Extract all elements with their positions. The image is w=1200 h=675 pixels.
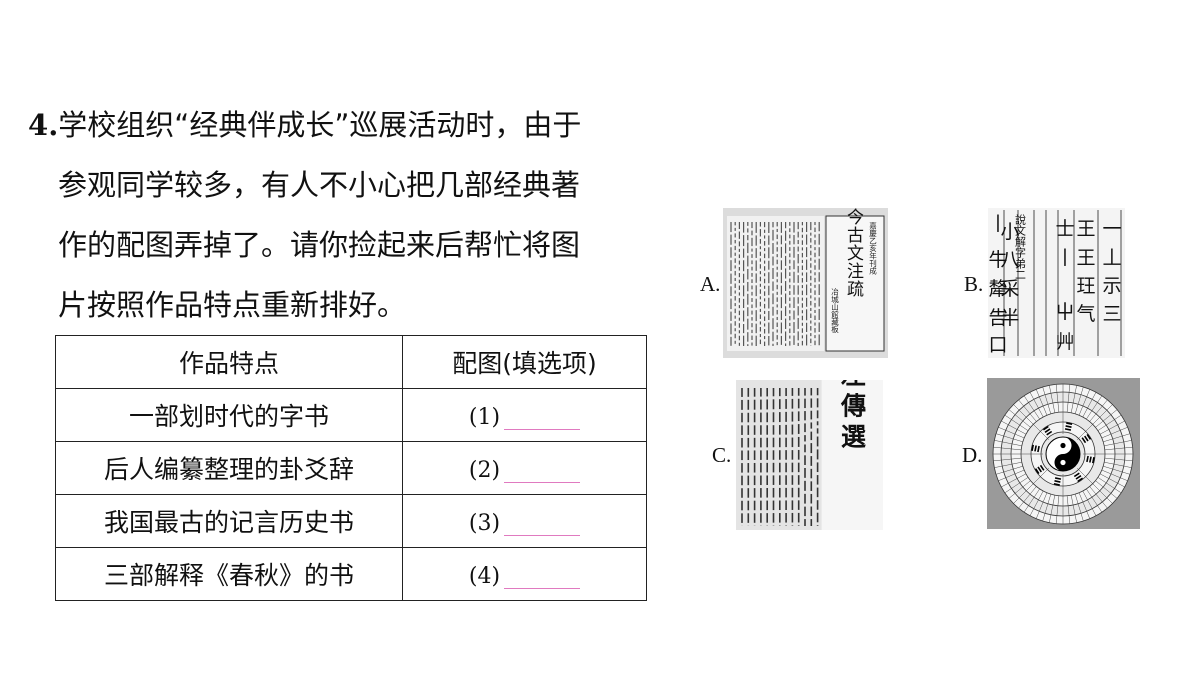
option-d-image <box>987 378 1140 529</box>
svg-text:三: 三 <box>1102 303 1121 325</box>
bagua-diagram-image <box>987 378 1140 529</box>
yin-yang-icon <box>1045 436 1081 472</box>
svg-text:艸: 艸 <box>1055 331 1074 353</box>
header-feature: 作品特点 <box>55 335 403 389</box>
svg-text:气: 气 <box>1076 303 1095 325</box>
svg-text:小: 小 <box>1000 221 1019 243</box>
option-a-label: A. <box>700 272 721 296</box>
svg-text:半: 半 <box>1000 307 1019 329</box>
option-b-image: 說文解字弟二 丨小八采半牛犛告口 士丨屮艸 王王玨气 一丄示三 <box>988 208 1125 358</box>
question-line-1: 4.学校组织“经典伴成长”巡展活动时，由于 <box>28 108 582 142</box>
row-feature: 我国最古的记言历史书 <box>55 494 403 548</box>
page-header-text: 說文解字弟二 <box>1014 213 1027 280</box>
svg-text:玨: 玨 <box>1076 275 1095 297</box>
cover-title-text: 左傳選 <box>838 380 868 455</box>
svg-text:八: 八 <box>1000 249 1019 271</box>
table-row: 我国最古的记言历史书 (3) <box>55 494 647 548</box>
svg-text:口: 口 <box>988 334 1007 356</box>
table-row: 一部划时代的字书 (1) <box>55 388 647 442</box>
svg-text:一: 一 <box>1102 218 1121 240</box>
svg-text:丄: 丄 <box>1102 247 1121 269</box>
answer-blank-3[interactable] <box>504 511 581 536</box>
svg-text:屮: 屮 <box>1055 301 1074 323</box>
option-c-label: C. <box>712 443 732 467</box>
table-row: 三部解释《春秋》的书 (4) <box>55 547 647 601</box>
option-b-label: B. <box>964 272 984 296</box>
row-answer-cell: (2) <box>402 441 647 495</box>
question-line-2: 参观同学较多，有人不小心把几部经典著 <box>58 168 581 202</box>
answer-slot-label: (1) <box>468 404 501 430</box>
table-row: 后人编纂整理的卦爻辞 (2) <box>55 441 647 495</box>
svg-text:采: 采 <box>1000 278 1019 300</box>
cover-title-text: 尚書今古文注疏 <box>843 208 864 298</box>
answer-blank-4[interactable] <box>504 564 581 589</box>
cover-side-text: 嘉慶乙亥年刊成 <box>868 221 877 276</box>
svg-text:示: 示 <box>1102 275 1121 297</box>
feature-table: 作品特点 配图(填选项) 一部划时代的字书 (1) 后人编纂整理的卦爻辞 (2)… <box>55 335 647 601</box>
option-d-label: D. <box>962 443 983 467</box>
answer-slot-label: (4) <box>468 563 501 589</box>
row-answer-cell: (4) <box>402 547 647 601</box>
row-feature: 一部划时代的字书 <box>55 388 403 442</box>
book-cover-image: 左傳選 <box>736 380 883 530</box>
svg-text:士: 士 <box>1055 218 1074 240</box>
svg-text:丨: 丨 <box>988 213 1007 235</box>
question-line-text: 学校组织“经典伴成长”巡展活动时，由于 <box>58 108 582 142</box>
question-number: 4 <box>28 108 49 142</box>
header-image: 配图(填选项) <box>402 335 647 389</box>
question-line-3: 作的配图弄掉了。请你捡起来后帮忙将图 <box>58 228 581 262</box>
svg-text:丨: 丨 <box>1055 247 1074 269</box>
svg-text:牛: 牛 <box>988 249 1007 271</box>
row-answer-cell: (1) <box>402 388 647 442</box>
row-feature: 三部解释《春秋》的书 <box>55 547 403 601</box>
question-line-4: 片按照作品特点重新排好。 <box>58 288 407 322</box>
table-header-row: 作品特点 配图(填选项) <box>55 335 647 389</box>
svg-text:告: 告 <box>988 307 1007 329</box>
row-feature: 后人编纂整理的卦爻辞 <box>55 441 403 495</box>
svg-text:王: 王 <box>1076 247 1095 269</box>
question-text: 4.学校组织“经典伴成长”巡展活动时，由于 参观同学较多，有人不小心把几部经典著… <box>28 95 668 335</box>
book-cover-image: 尚書今古文注疏 嘉慶乙亥年刊成 冶城山館藏板 <box>723 208 888 358</box>
answer-slot-label: (3) <box>468 510 501 536</box>
option-c-image: 左傳選 <box>736 380 883 530</box>
answer-blank-2[interactable] <box>504 458 581 483</box>
answer-slot-label: (2) <box>468 457 501 483</box>
answer-blank-1[interactable] <box>504 405 581 430</box>
option-a-image: 尚書今古文注疏 嘉慶乙亥年刊成 冶城山館藏板 <box>723 208 888 358</box>
row-answer-cell: (3) <box>402 494 647 548</box>
svg-text:犛: 犛 <box>988 278 1007 300</box>
svg-text:王: 王 <box>1076 218 1095 240</box>
cover-publisher-text: 冶城山館藏板 <box>830 287 839 335</box>
